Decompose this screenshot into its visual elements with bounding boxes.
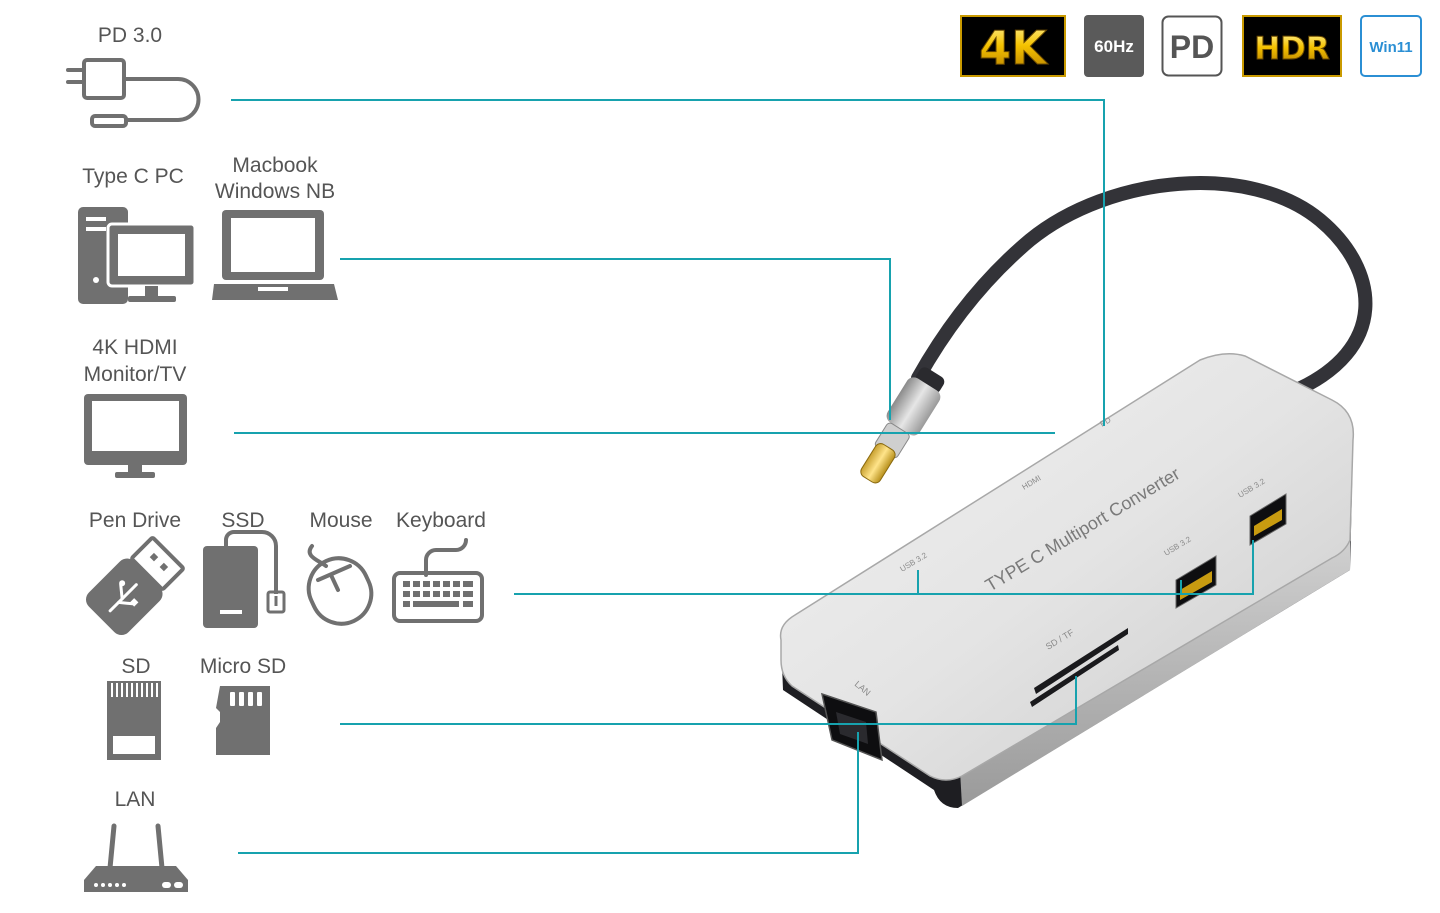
line-sd bbox=[340, 676, 1077, 725]
laptop-icon bbox=[212, 210, 338, 300]
desktop-pc-icon bbox=[78, 207, 197, 304]
label-windows-nb: Windows NB bbox=[214, 180, 336, 203]
line-pd bbox=[231, 99, 1105, 426]
power-adapter-icon bbox=[66, 58, 201, 128]
micro-sd-icon bbox=[216, 686, 270, 755]
label-ssd: SSD bbox=[221, 509, 265, 532]
badge-hdr-text: HDR bbox=[1254, 31, 1330, 67]
label-macbook: Macbook bbox=[232, 154, 318, 177]
label-pen-drive: Pen Drive bbox=[88, 509, 182, 532]
line-type-c bbox=[340, 258, 891, 420]
label-pd: PD 3.0 bbox=[97, 24, 163, 47]
type-c-hub: TYPE C Multiport Converter PD HDMI USB 3… bbox=[779, 176, 1373, 808]
label-micro-sd: Micro SD bbox=[199, 655, 287, 678]
label-monitor-tv: Monitor/TV bbox=[83, 363, 187, 386]
sd-tf-slots bbox=[1030, 628, 1128, 707]
line-lan bbox=[238, 732, 859, 854]
badge-60hz-text: 60Hz bbox=[1094, 37, 1134, 56]
badge-pd: PD bbox=[1161, 15, 1223, 77]
usb-a-port-right bbox=[1249, 493, 1287, 546]
label-type-c-pc: Type C PC bbox=[82, 165, 184, 188]
badge-win11-text: Win11 bbox=[1369, 39, 1412, 56]
label-hdmi: 4K HDMI bbox=[92, 336, 178, 359]
badge-4k: 4K bbox=[960, 15, 1066, 77]
badge-hdr: HDR bbox=[1242, 15, 1342, 77]
sd-card-icon bbox=[107, 681, 161, 760]
badge-60hz: 60Hz bbox=[1084, 15, 1144, 77]
ssd-icon bbox=[203, 530, 286, 628]
label-mouse: Mouse bbox=[309, 509, 373, 532]
keyboard-icon bbox=[392, 538, 484, 623]
monitor-icon bbox=[84, 394, 187, 478]
hub-top-face bbox=[779, 353, 1355, 781]
label-sd: SD bbox=[121, 655, 151, 678]
badge-pd-text: PD bbox=[1170, 29, 1214, 65]
line-usb bbox=[514, 540, 1254, 595]
label-lan: LAN bbox=[114, 788, 156, 811]
usb-c-plug bbox=[860, 367, 945, 484]
pen-drive-icon bbox=[85, 536, 185, 636]
router-icon bbox=[84, 823, 188, 892]
label-keyboard: Keyboard bbox=[396, 509, 486, 532]
usb-c-cable bbox=[911, 176, 1373, 399]
mouse-icon bbox=[306, 544, 374, 626]
badge-4k-text: 4K bbox=[979, 21, 1049, 75]
badge-win11: Win11 bbox=[1360, 15, 1422, 77]
